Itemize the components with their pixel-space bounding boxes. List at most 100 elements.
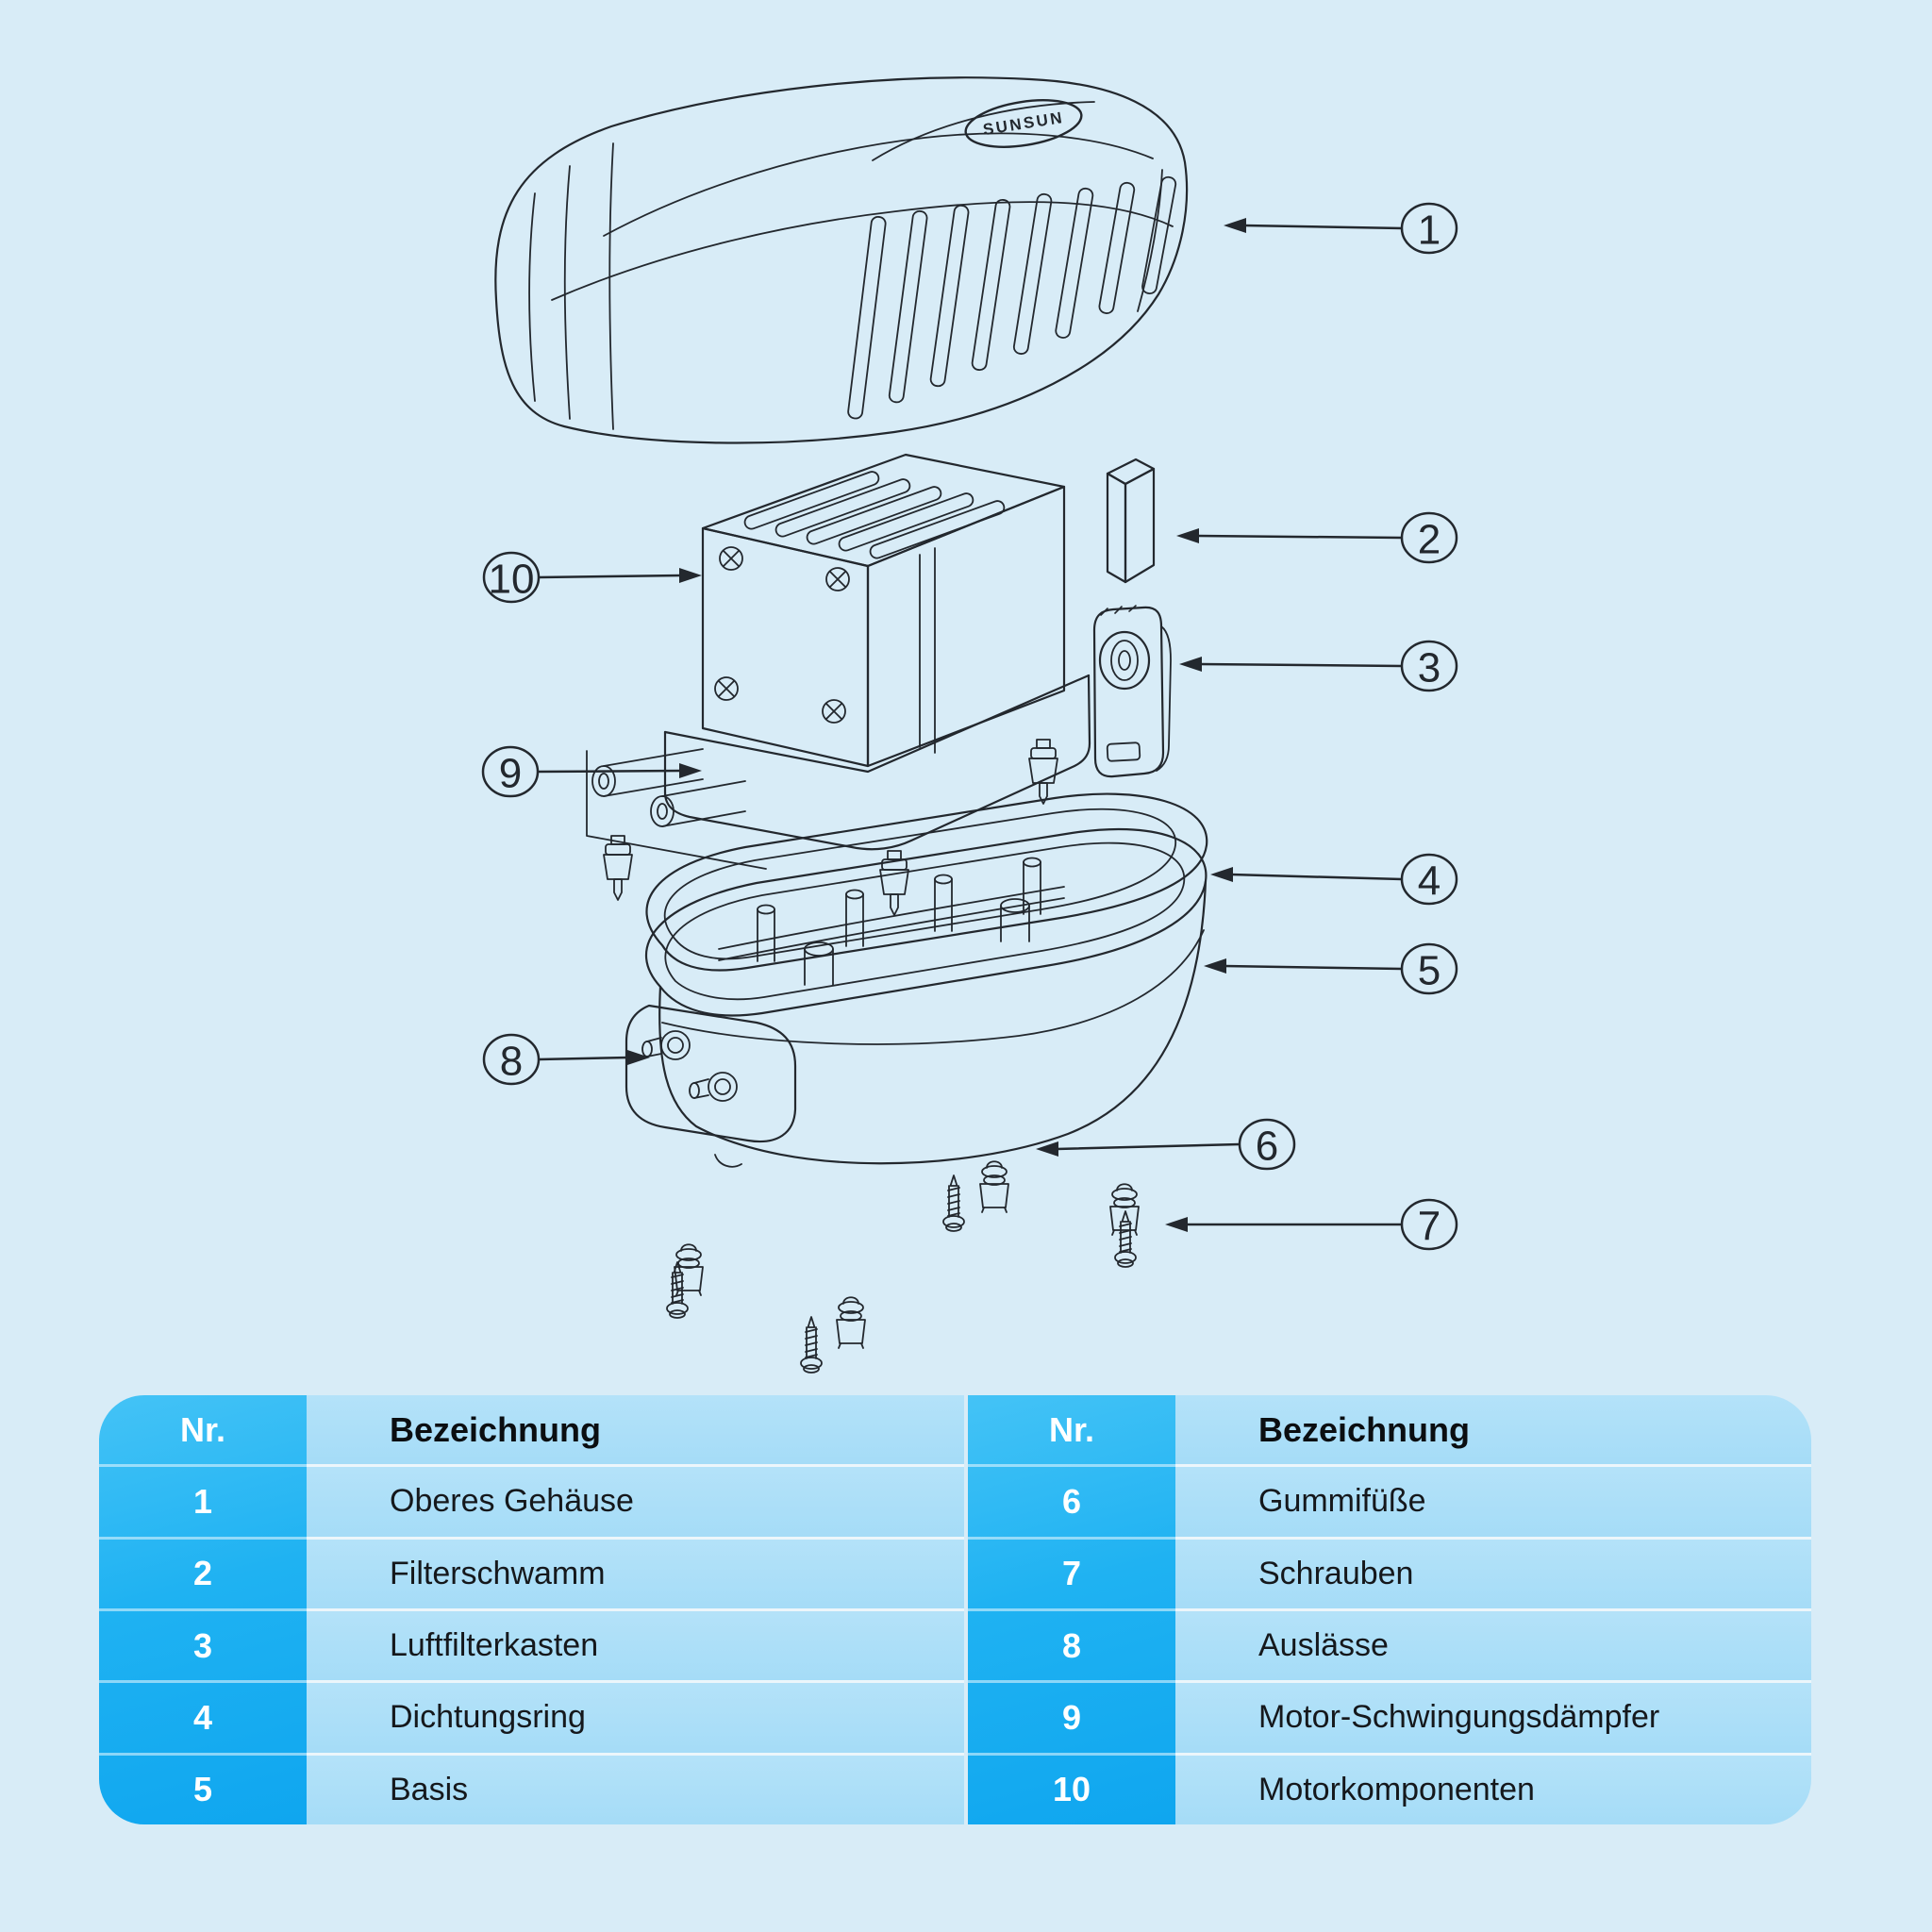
base-interior-ribs: [718, 857, 1065, 987]
parts-table-left: Nr. Bezeichnung 1 Oberes Gehäuse 2 Filterschw…: [99, 1395, 964, 1824]
nr-header-cell: Nr.: [179, 1409, 226, 1449]
callout-number: 4: [1418, 858, 1441, 905]
callout-circle: [1400, 511, 1458, 564]
filter-sponge-drawing: [1106, 458, 1156, 584]
callout-arrowhead-icon: [1210, 867, 1233, 882]
parts-table-right: Nr. Bezeichnung 6 Gummifüße 7 Schrauben 8 Auslä…: [968, 1395, 1811, 1824]
callout-circle: [1400, 202, 1458, 255]
name-cell: Motor-Schwingungsdämpfer: [1175, 1683, 1811, 1753]
callout-leader-line: [537, 574, 683, 579]
callout-leader-line: [1195, 534, 1404, 540]
nr-header-cell: Nr.: [1048, 1409, 1095, 1449]
callout-leader-line: [536, 769, 683, 774]
name-cell: Auslässe: [1175, 1610, 1811, 1681]
motor-components-drawing: [586, 453, 1091, 917]
callout-number: 9: [499, 751, 522, 797]
table-row: 8 Auslässe: [968, 1607, 1811, 1681]
callout-leader-line: [1055, 1142, 1241, 1151]
callout-9: 9: [481, 745, 702, 798]
motor-vent-slots: [743, 471, 1006, 559]
callout-7: 7: [1165, 1198, 1458, 1251]
rubber-feet-drawing: [673, 1160, 1141, 1350]
callout-arrowhead-icon: [1224, 218, 1246, 233]
nr-cell: 4: [192, 1697, 213, 1737]
nr-cell: 9: [1061, 1697, 1082, 1737]
name-cell: Filterschwamm: [307, 1539, 964, 1608]
table-row: 1 Oberes Gehäuse: [99, 1464, 964, 1537]
callout-arrowhead-icon: [679, 763, 702, 778]
nr-cell: 8: [1061, 1625, 1082, 1665]
callout-3: 3: [1179, 640, 1458, 692]
callout-leader-line: [1229, 873, 1404, 881]
callout-number: 1: [1418, 208, 1441, 254]
name-cell: Oberes Gehäuse: [307, 1467, 964, 1537]
table-row: 4 Dichtungsring: [99, 1680, 964, 1753]
air-filter-box-drawing: [1092, 605, 1172, 778]
sealing-ring-drawing: [645, 792, 1208, 972]
screws-drawing: [665, 1174, 1138, 1374]
nr-cell: 5: [192, 1770, 213, 1809]
callout-number: 6: [1256, 1124, 1278, 1170]
table-row: 7 Schrauben: [968, 1536, 1811, 1608]
motor-screws: [714, 546, 850, 724]
name-cell: Motorkomponenten: [1175, 1755, 1811, 1824]
callout-arrowhead-icon: [1165, 1217, 1188, 1232]
nr-cell: 10: [1052, 1770, 1091, 1809]
callout-layer: 1 2 3 4 5 6 7 8 9 10: [481, 202, 1458, 1251]
callout-arrowhead-icon: [1036, 1141, 1058, 1157]
callout-5: 5: [1204, 942, 1458, 995]
callout-number: 5: [1418, 948, 1441, 994]
table-row: 6 Gummifüße: [968, 1464, 1811, 1537]
base-outlets: [625, 1004, 797, 1143]
callout-arrowhead-icon: [627, 1050, 650, 1065]
callout-arrowhead-icon: [1176, 528, 1199, 543]
table-row: 2 Filterschwamm: [99, 1536, 964, 1608]
callout-leader-line: [1242, 224, 1404, 230]
table-header-row: Nr. Bezeichnung: [968, 1395, 1811, 1465]
callout-2: 2: [1176, 511, 1458, 564]
callout-4: 4: [1210, 853, 1458, 906]
table-row: 5 Basis: [99, 1752, 964, 1824]
callout-arrowhead-icon: [679, 568, 702, 583]
nr-cell: 2: [192, 1554, 213, 1593]
callout-circle: [482, 1033, 541, 1086]
base-drawing: [625, 827, 1208, 1168]
brand-logo: SUNSUN: [964, 99, 1083, 148]
motor-outlet-pipes: [591, 748, 746, 827]
callout-circle: [1400, 853, 1458, 906]
name-cell: Schrauben: [1175, 1539, 1811, 1608]
top-housing-drawing: SUNSUN: [494, 76, 1189, 444]
callout-8: 8: [482, 1033, 650, 1086]
callout-leader-line: [1223, 964, 1404, 971]
callout-circle: [481, 745, 540, 798]
callout-circle: [1238, 1118, 1296, 1171]
nr-cell: 7: [1061, 1554, 1082, 1593]
name-cell: Gummifüße: [1175, 1467, 1811, 1537]
nr-cell: 1: [192, 1481, 213, 1521]
callout-leader-line: [537, 1056, 631, 1061]
name-cell: Luftfilterkasten: [307, 1610, 964, 1681]
name-header-cell: Bezeichnung: [1175, 1395, 1811, 1465]
callout-10: 10: [482, 551, 702, 604]
callout-arrowhead-icon: [1179, 657, 1202, 672]
name-cell: Basis: [307, 1755, 964, 1824]
callout-circle: [1400, 1198, 1458, 1251]
callout-number: 2: [1418, 517, 1441, 563]
nr-cell: 6: [1061, 1481, 1082, 1521]
callout-number: 8: [500, 1039, 523, 1085]
callout-number: 7: [1418, 1204, 1441, 1250]
table-row: 10 Motorkomponenten: [968, 1752, 1811, 1824]
table-header-row: Nr. Bezeichnung: [99, 1395, 964, 1465]
callout-number: 10: [489, 557, 535, 603]
table-row: 9 Motor-Schwingungsdämpfer: [968, 1680, 1811, 1753]
callout-6: 6: [1036, 1118, 1296, 1171]
callout-arrowhead-icon: [1204, 958, 1226, 974]
motor-vibration-dampers: [602, 738, 1059, 917]
housing-vent-slots: [847, 175, 1177, 420]
callout-circle: [1400, 640, 1458, 692]
name-cell: Dichtungsring: [307, 1683, 964, 1753]
name-header-cell: Bezeichnung: [307, 1395, 964, 1465]
